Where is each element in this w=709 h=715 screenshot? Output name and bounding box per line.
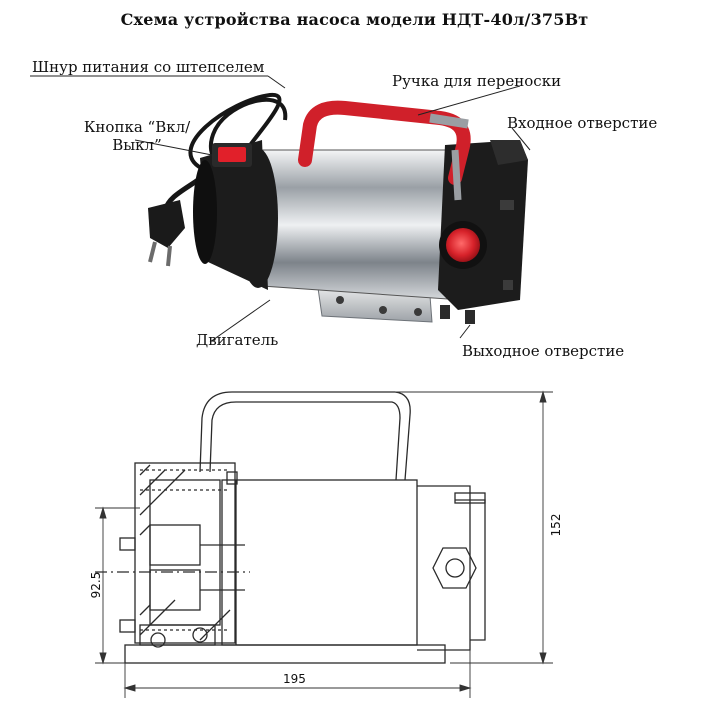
label-motor: Двигатель	[196, 331, 279, 349]
technical-drawing	[95, 391, 486, 664]
label-power-cord: Шнур питания со штепселем	[32, 58, 265, 76]
switch-housing	[193, 140, 268, 290]
motor-body	[238, 148, 463, 301]
label-power-switch-line2: Выкл”	[112, 136, 162, 154]
dimension-lines	[95, 390, 553, 698]
plug	[148, 200, 185, 267]
label-inlet: Входное отверстие	[507, 114, 658, 132]
pump-head	[438, 140, 528, 324]
dimension-length: 195	[283, 672, 306, 686]
label-carry-handle: Ручка для переноски	[392, 72, 562, 90]
label-power-switch-line1: Кнопка “Вкл/	[83, 118, 191, 136]
dimension-axis-height: 92.5	[89, 571, 103, 599]
power-switch	[212, 143, 252, 167]
diagram-title: Схема устройства насоса модели НДТ-40л/3…	[120, 10, 589, 29]
label-outlet: Выходное отверстие	[462, 342, 625, 360]
dimension-height: 152	[549, 513, 563, 537]
leader-lines	[30, 75, 531, 343]
label-power-switch: Кнопка “Вкл/ Выкл”	[72, 118, 202, 154]
mounting-plate	[317, 287, 433, 323]
carry-handle	[298, 100, 471, 201]
